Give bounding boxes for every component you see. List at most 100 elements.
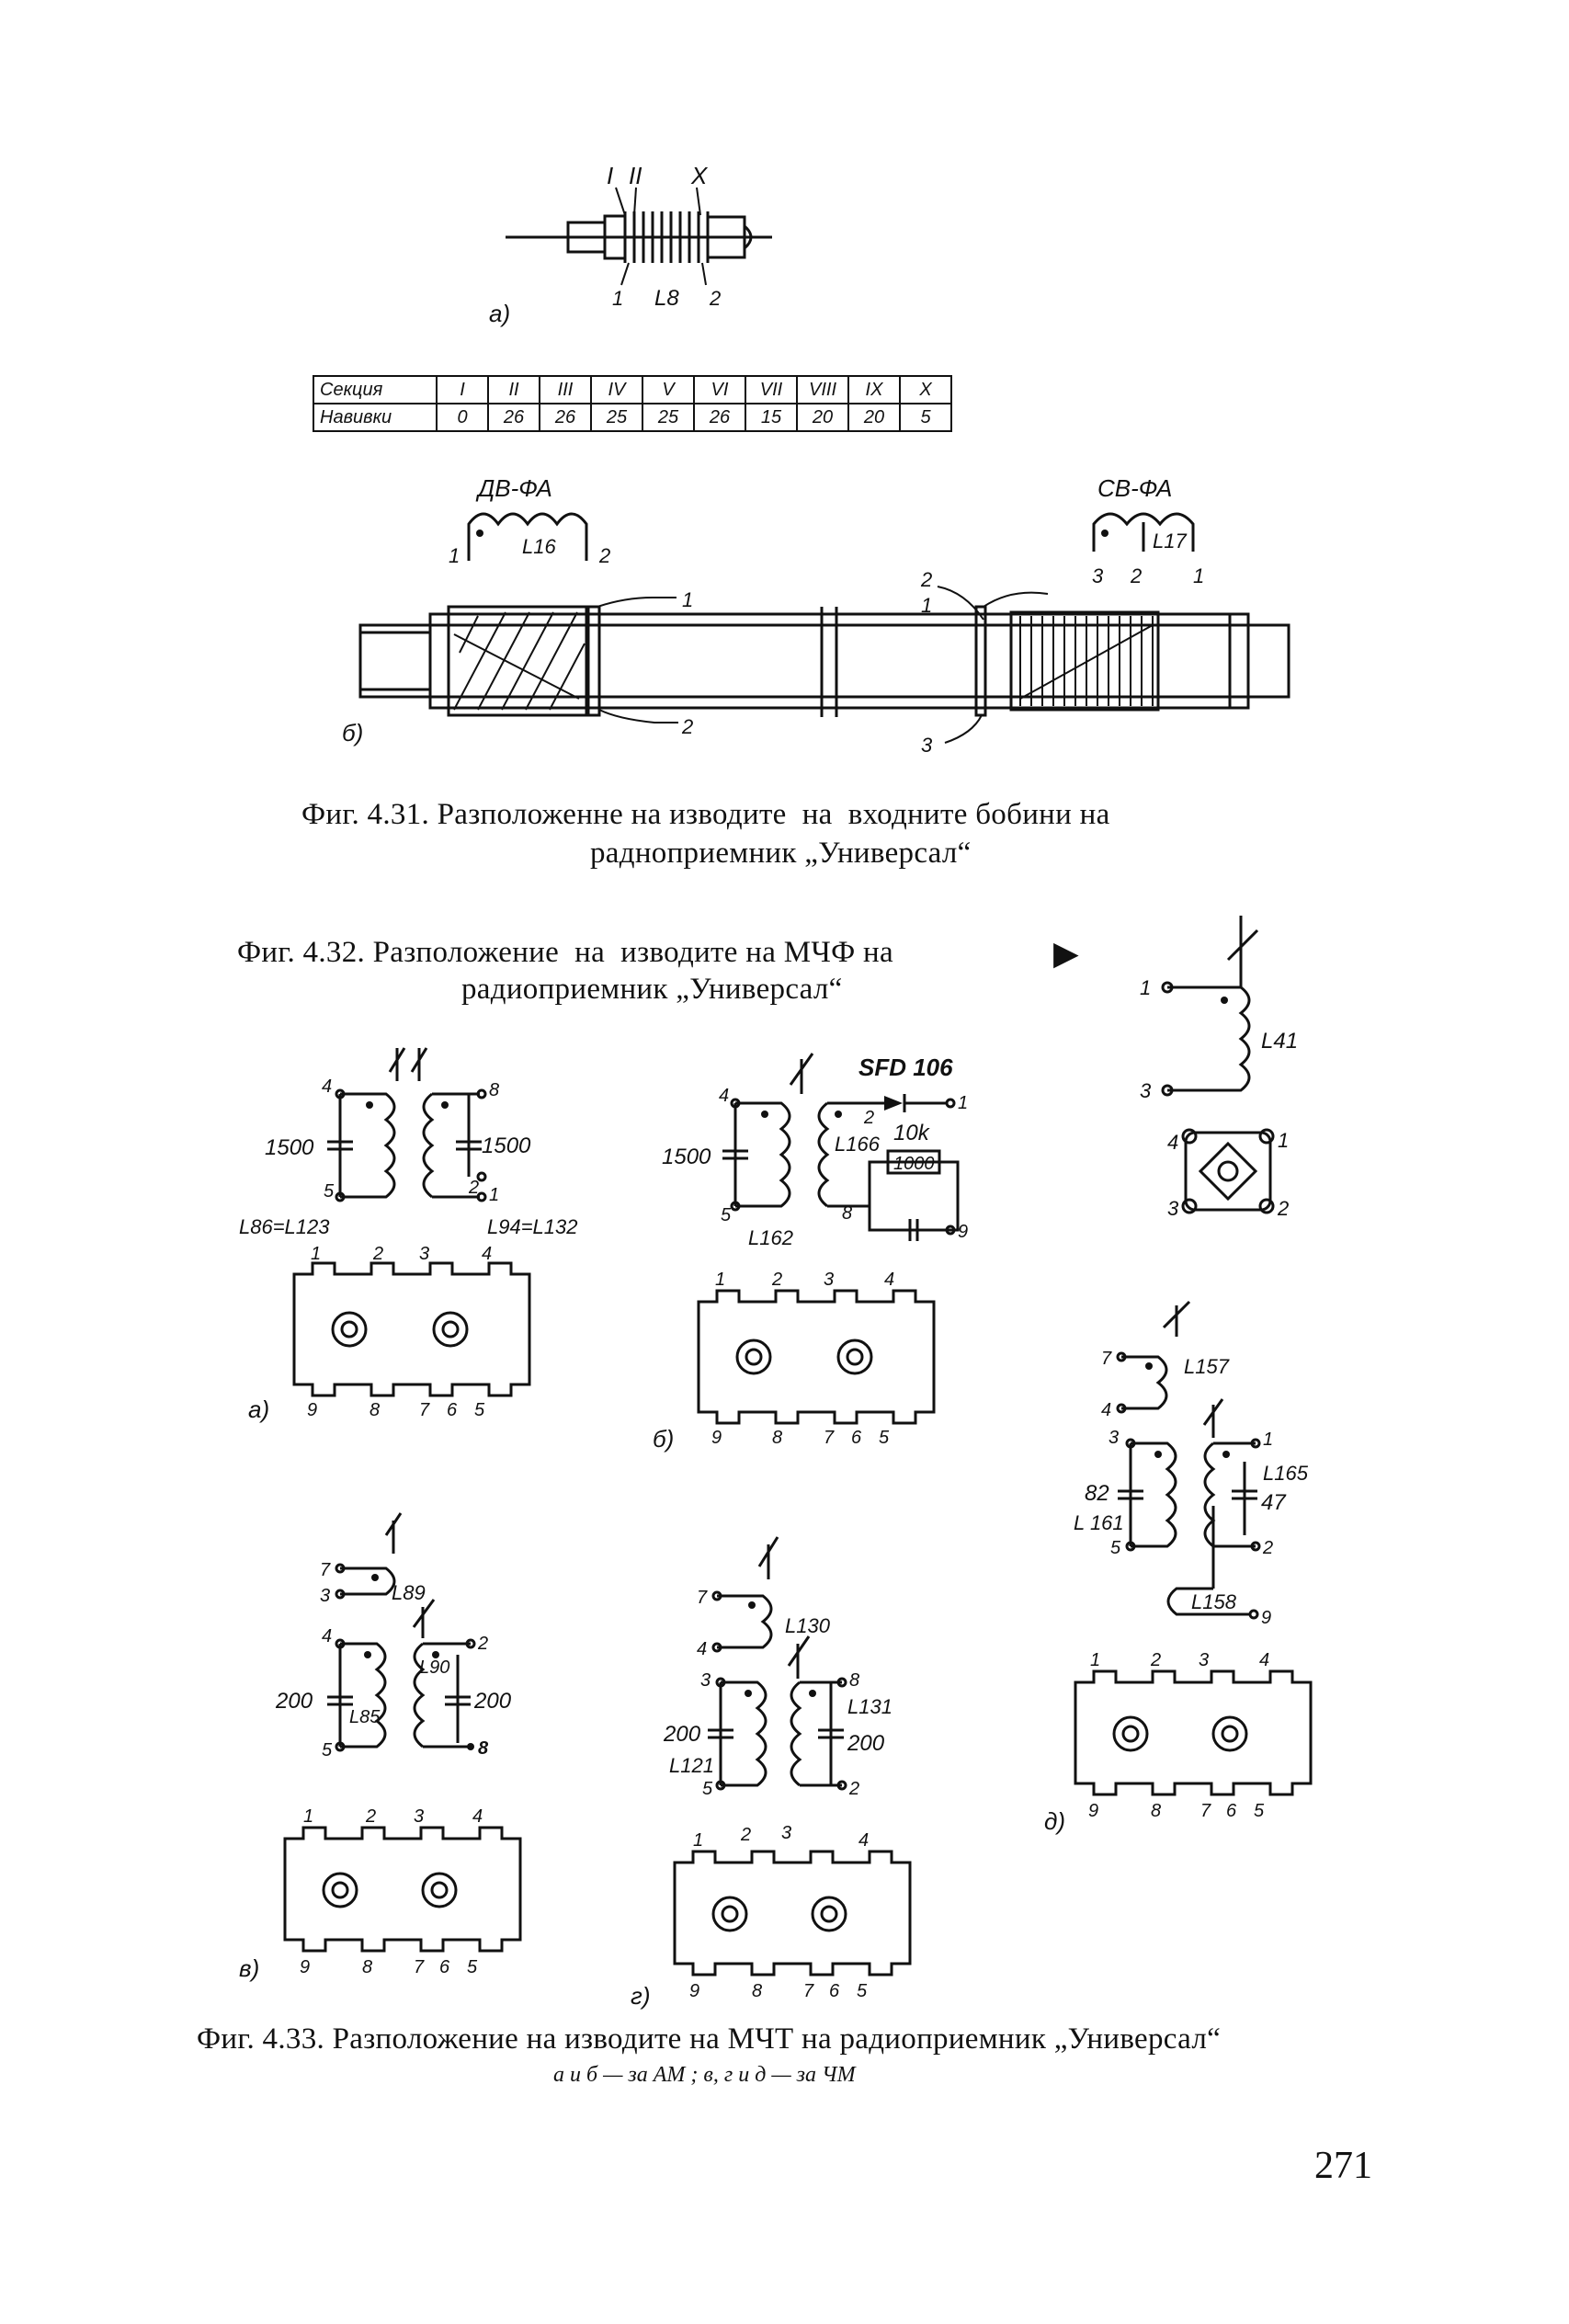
base-pin-5: 5 [474, 1400, 485, 1420]
sv-pin-1: 1 [1193, 564, 1204, 587]
mark-ii: II [629, 162, 642, 189]
coil-left: L86=L123 [239, 1215, 330, 1238]
base-pin-2: 2 [372, 1244, 383, 1264]
base-pin-5: 5 [467, 1957, 478, 1977]
pin-3: 3 [700, 1670, 711, 1691]
diode-label: SFD 106 [858, 1054, 953, 1081]
rod-pin-left-1: 1 [682, 588, 693, 611]
table-cell: 25 [642, 403, 695, 432]
table-cell: III [539, 375, 592, 404]
table-cell: 26 [487, 403, 540, 432]
fig-433-d: 7 4 L157 3 1 5 2 9 82 47 L165 L 161 L158… [1044, 1300, 1313, 1835]
fig-433-b: SFD 106 4 2 1 5 8 9 1500 L166 10k 1000 L… [653, 1053, 968, 1452]
pin-4: 4 [1101, 1400, 1111, 1420]
coil-right: L94=L132 [487, 1215, 578, 1238]
pin-9: 9 [958, 1222, 968, 1242]
pin-8: 8 [849, 1670, 859, 1691]
base-pin-3: 3 [824, 1270, 834, 1290]
pin-1: 1 [612, 287, 623, 310]
base-pin-5: 5 [1254, 1801, 1265, 1821]
winding-table: Секция I II III IV V VI VII VIII IX X На… [313, 375, 952, 432]
base-pin-1: 1 [715, 1270, 725, 1290]
pin-7: 7 [1101, 1349, 1112, 1369]
pin-9: 9 [1261, 1608, 1271, 1628]
pin-4: 4 [322, 1077, 332, 1097]
base-pin-8: 8 [362, 1957, 372, 1977]
coil-l41: L41 [1261, 1029, 1298, 1054]
coil-left: L121 [669, 1754, 714, 1777]
table-cell: VIII [796, 375, 849, 404]
cap-left: 82 [1085, 1481, 1109, 1506]
pin-8: 8 [842, 1203, 852, 1224]
table-cell: 15 [745, 403, 798, 432]
table-cell: 5 [899, 403, 952, 432]
pin-3: 3 [1140, 1079, 1152, 1102]
base-pin-7: 7 [824, 1428, 835, 1448]
caption-fig-433-sub: а и б — за АМ ; в, г и д — за ЧМ [553, 2063, 856, 2087]
base-pin-1: 1 [303, 1806, 313, 1827]
pin-2: 2 [709, 287, 721, 310]
base-pin-8: 8 [752, 1981, 762, 2001]
coil-top: L130 [785, 1614, 831, 1637]
caption-fig-432-line1: Фиг. 4.32. Разположение на изводите на М… [237, 936, 893, 969]
fig-433-g: 7 4 L130 3 8 5 2 200 200 L121 L131 1 2 3… [631, 1536, 912, 2010]
base-pin-9: 9 [711, 1428, 722, 1448]
dv-pin-1: 1 [449, 544, 460, 567]
pin-8: 8 [478, 1738, 489, 1759]
row-header: Навивки [313, 403, 438, 432]
coil-left: L 161 [1074, 1511, 1124, 1534]
cap-right: 1500 [482, 1134, 531, 1158]
rod-pin-right-2: 2 [920, 568, 932, 591]
base-pin-4: 4 [1259, 1650, 1269, 1670]
pin-2: 2 [848, 1779, 859, 1799]
resistor-cap-label: 1000 [893, 1154, 935, 1174]
base-pin-2: 2 [365, 1806, 376, 1827]
mchf-l41-drawing: 1 3 L41 4 1 3 2 [1140, 916, 1298, 1220]
rod-pin-left-2: 2 [681, 715, 693, 738]
base-pin-7: 7 [419, 1400, 430, 1420]
coil-right: L131 [847, 1695, 893, 1718]
table-cell: II [487, 375, 540, 404]
pin-2: 2 [1262, 1538, 1273, 1558]
table-cell: X [899, 375, 952, 404]
pin-1: 1 [1263, 1430, 1273, 1450]
cap-right: 200 [847, 1731, 885, 1756]
table-cell: 26 [539, 403, 592, 432]
base-pin-5: 5 [857, 1981, 868, 2001]
cap-left: 200 [663, 1722, 701, 1747]
base-pin-4: 4 [472, 1806, 483, 1827]
pin-3: 3 [320, 1586, 330, 1606]
coil-right: L90 [419, 1658, 449, 1678]
base-pin-9: 9 [689, 1981, 699, 2001]
base-pin-2: 2 [771, 1270, 782, 1290]
table-cell: 20 [847, 403, 901, 432]
pin-7: 7 [697, 1588, 708, 1608]
base-pin-3: 3 [414, 1806, 424, 1827]
coil-main: L166 [835, 1133, 881, 1156]
caption-fig-431-line1: Фиг. 4.31. Разположенне на изводите на в… [301, 798, 1110, 831]
pin-2: 2 [468, 1178, 479, 1198]
pin-4: 4 [697, 1639, 707, 1659]
base-pin-9: 9 [1088, 1801, 1098, 1821]
arrow-icon: ▶ [1053, 935, 1079, 972]
sv-pin-2: 2 [1130, 564, 1142, 587]
sv-pin-3: 3 [1092, 564, 1104, 587]
base-pin-6: 6 [439, 1957, 450, 1977]
fig-433-v: 7 3 L89 4 2 5 8 200 200 L85 L90 1 2 3 4 … [239, 1512, 522, 1982]
cap-right: 200 [473, 1689, 512, 1714]
rod-pin-right-1: 1 [921, 594, 932, 617]
label-b: б) [653, 1425, 674, 1452]
dv-pin-2: 2 [598, 544, 610, 567]
row-header: Секция [313, 375, 438, 404]
table-cell: 0 [436, 403, 489, 432]
coil-left: L85 [349, 1707, 381, 1727]
page-number: 271 [1314, 2145, 1372, 2187]
caption-fig-433: Фиг. 4.33. Разположение на изводите на М… [197, 2022, 1222, 2056]
dv-coil: L16 [522, 535, 556, 558]
table-cell: I [436, 375, 489, 404]
table-row: Навивки 0 26 26 25 25 26 15 20 20 5 [313, 403, 952, 432]
base-pin-8: 8 [370, 1400, 380, 1420]
fig-433-a: 4 8 5 1 2 1500 1500 L86=L123 L94=L132 1 … [239, 1047, 578, 1423]
pin-8: 8 [489, 1080, 499, 1100]
coil-top: L89 [392, 1581, 426, 1604]
